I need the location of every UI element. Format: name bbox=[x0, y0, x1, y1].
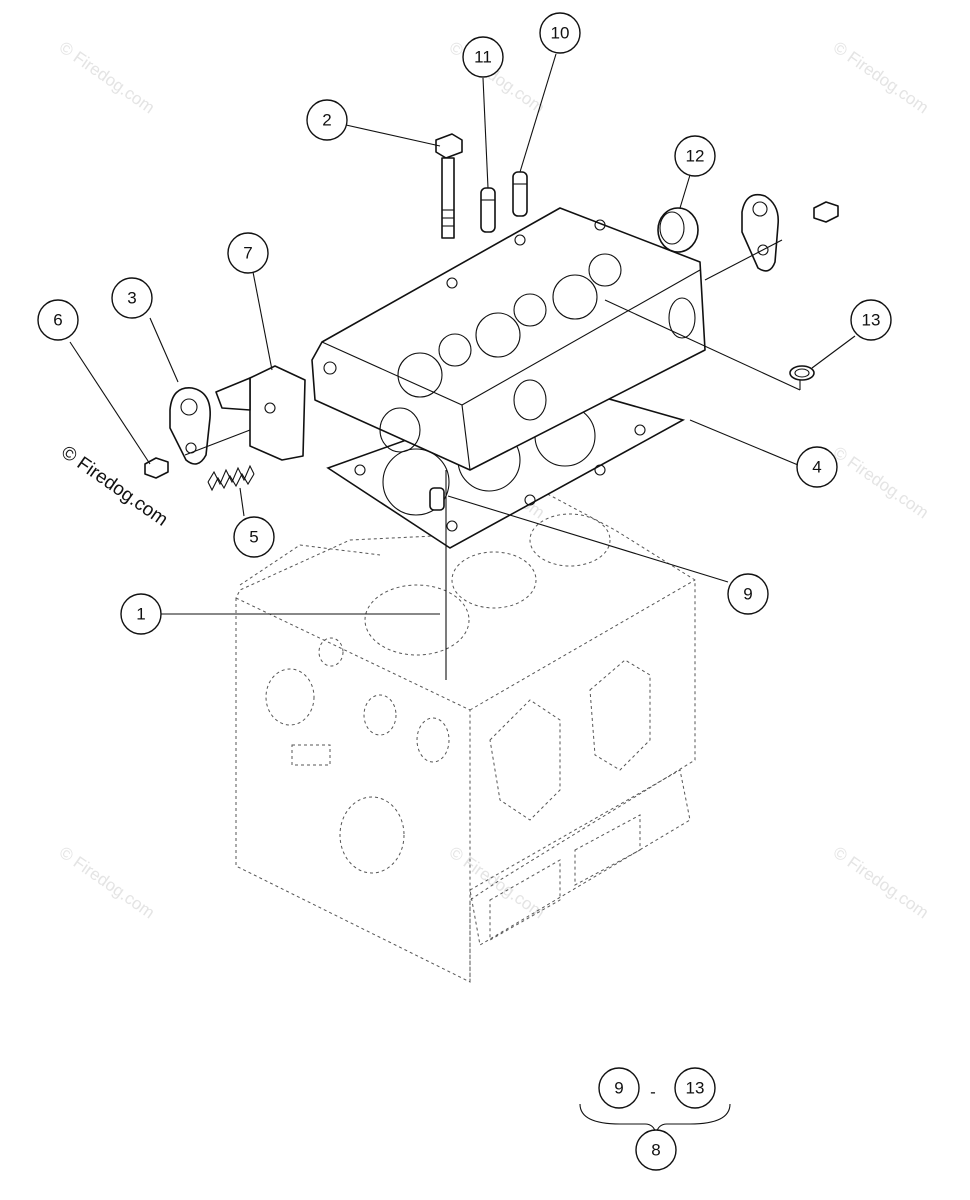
dowel-pin-10 bbox=[512, 171, 528, 217]
callout-12[interactable]: 12 bbox=[674, 135, 716, 177]
cylinder-block bbox=[235, 489, 696, 983]
callout-label: 9 bbox=[743, 585, 752, 604]
callout-6[interactable]: 6 bbox=[37, 299, 79, 341]
callout-2[interactable]: 2 bbox=[306, 99, 348, 141]
spring bbox=[207, 464, 255, 492]
engine-hanger-left bbox=[169, 387, 211, 465]
callout-10[interactable]: 10 bbox=[539, 12, 581, 54]
head-bolt bbox=[435, 133, 463, 239]
callout-label: 1 bbox=[136, 605, 145, 624]
watermark: © Firedog.com bbox=[56, 843, 158, 923]
callout-3[interactable]: 3 bbox=[111, 277, 153, 319]
hanger-bolt bbox=[144, 457, 169, 479]
callout-5[interactable]: 5 bbox=[233, 516, 275, 558]
callout-11[interactable]: 11 bbox=[462, 36, 504, 78]
kit-to-callout[interactable]: 13 bbox=[674, 1067, 716, 1109]
kit-callout[interactable]: 8 bbox=[635, 1129, 677, 1171]
callout-label: 2 bbox=[322, 111, 331, 130]
dowel-pin-11 bbox=[480, 187, 496, 233]
callout-4[interactable]: 4 bbox=[796, 446, 838, 488]
callout-label: 5 bbox=[249, 528, 258, 547]
callout-label: 7 bbox=[243, 244, 252, 263]
plug bbox=[657, 207, 699, 253]
kit-separator: - bbox=[650, 1083, 656, 1102]
seal-ring bbox=[789, 365, 815, 381]
copyright-watermark: © Firedog.com bbox=[57, 442, 171, 531]
kit-to-label: 13 bbox=[686, 1079, 705, 1098]
kit-group: 9 - 13 8 bbox=[579, 1067, 731, 1171]
callout-7[interactable]: 7 bbox=[227, 232, 269, 274]
callout-label: 3 bbox=[127, 289, 136, 308]
callout-label: 13 bbox=[862, 311, 881, 330]
callout-label: 11 bbox=[474, 48, 492, 67]
callout-label: 12 bbox=[686, 147, 705, 166]
kit-label: 8 bbox=[651, 1141, 660, 1160]
watermark: © Firedog.com bbox=[56, 38, 158, 118]
kit-from-label: 9 bbox=[614, 1079, 623, 1098]
callout-label: 6 bbox=[53, 311, 62, 330]
watermark: © Firedog.com bbox=[830, 443, 932, 523]
callout-1[interactable]: 1 bbox=[120, 593, 162, 635]
leader-lines bbox=[69, 53, 856, 680]
kit-from-callout[interactable]: 9 bbox=[598, 1067, 640, 1109]
callout-13[interactable]: 13 bbox=[850, 299, 892, 341]
watermark: © Firedog.com bbox=[830, 38, 932, 118]
callout-label: 4 bbox=[812, 458, 821, 477]
watermark: © Firedog.com bbox=[830, 843, 932, 923]
callout-9[interactable]: 9 bbox=[727, 573, 769, 615]
bracket bbox=[215, 365, 306, 461]
engine-hanger-right bbox=[741, 193, 839, 272]
callout-label: 10 bbox=[551, 24, 570, 43]
cylinder-head bbox=[311, 207, 706, 471]
dowel-pin-9 bbox=[429, 487, 445, 511]
